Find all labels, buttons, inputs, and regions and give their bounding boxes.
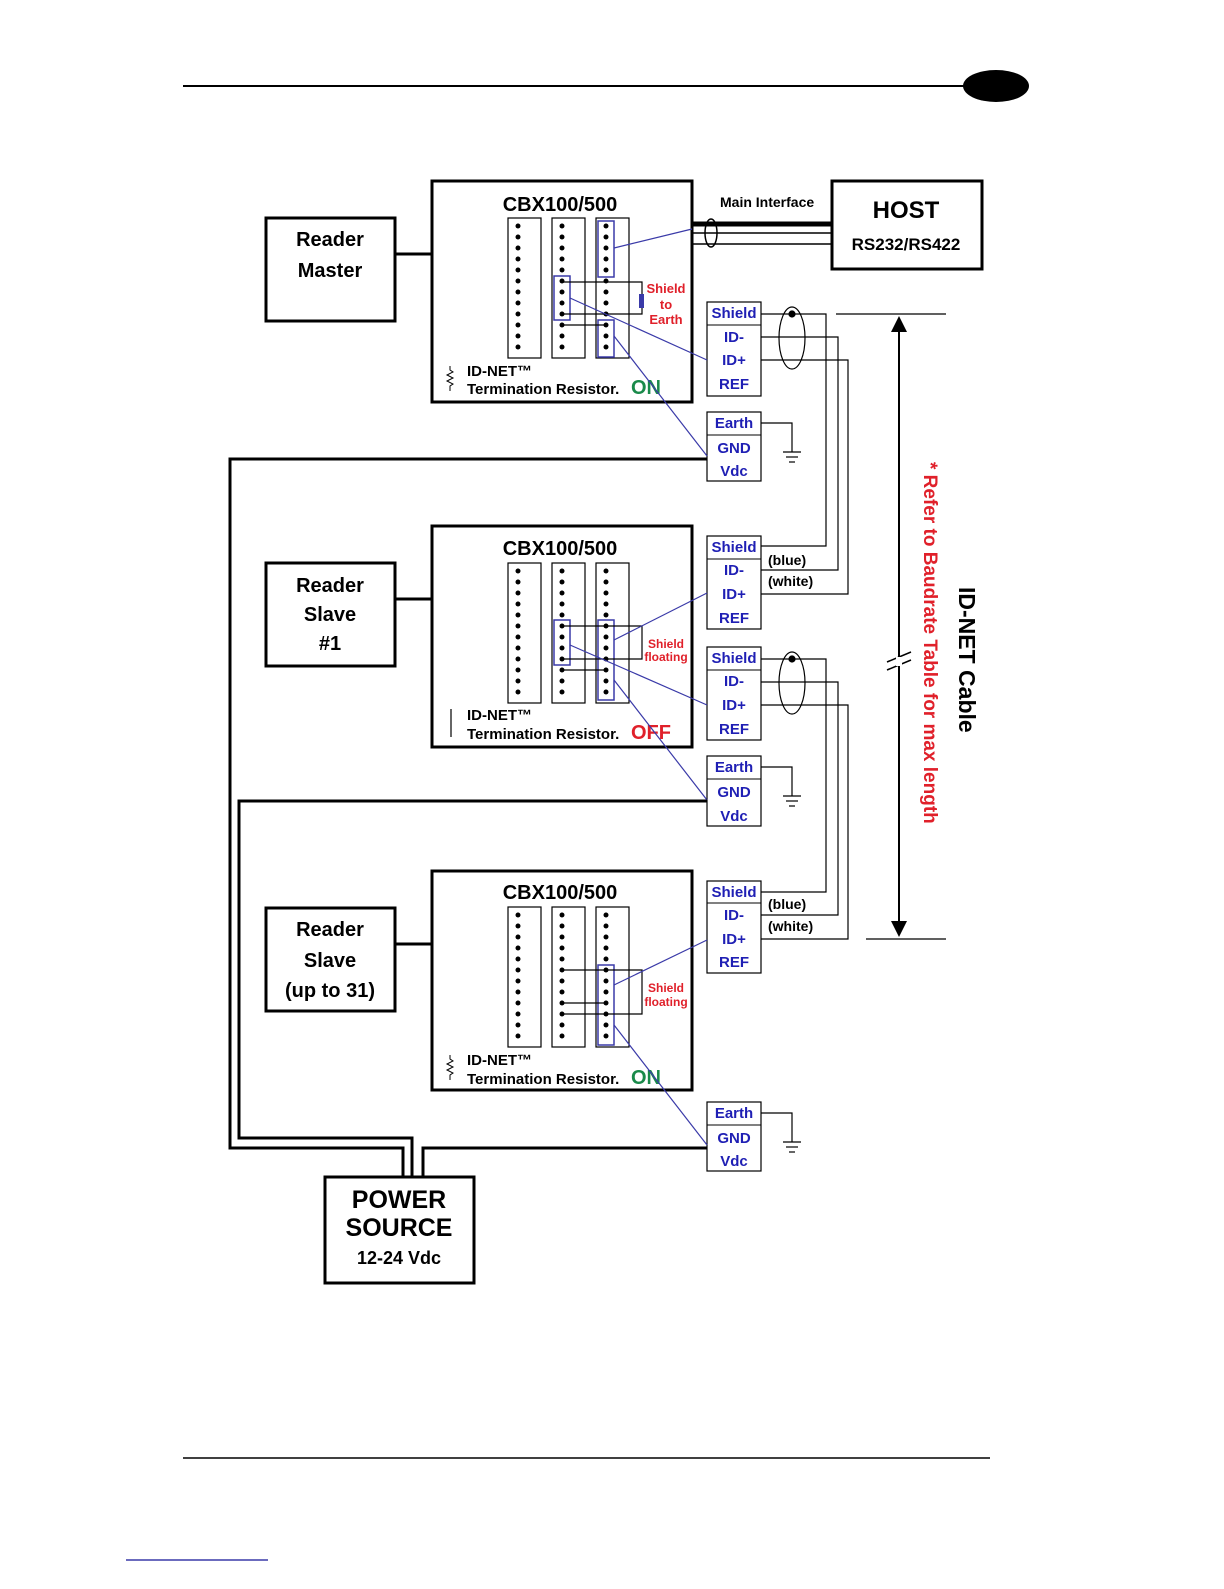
reader-slave1-line2: Slave: [304, 604, 356, 626]
cbx-slave1-shield-line1: Shield: [648, 637, 684, 651]
slave1-out-term-shield: Shield: [711, 650, 756, 667]
cbx-master-resistor-icon: [445, 366, 455, 391]
slave31-term-earth: Earth: [715, 1105, 753, 1122]
slave31-term-idminus: ID-: [724, 907, 744, 924]
reader-slave1-block: Reader Slave #1: [264, 561, 432, 668]
idnet-cable-segment-1: [761, 306, 849, 595]
slave31-term-gnd: GND: [717, 1130, 751, 1147]
idnet-cable-label: ID-NET Cable: [954, 587, 980, 733]
slave1-out-term-idplus: ID+: [722, 697, 746, 714]
cbx-slave1-shield-line2: floating: [644, 650, 687, 664]
power-source-line2: SOURCE: [346, 1214, 453, 1242]
terminal-block-slave1-idnet-out: Shield ID- ID+ REF: [706, 646, 762, 741]
slave31-term-ref: REF: [719, 954, 749, 971]
cbx-slave1-idnet-label: ID-NET™: [467, 707, 532, 724]
earth-ground-master-icon: [761, 422, 801, 463]
earth-ground-slave1-icon: [761, 766, 801, 807]
power-source-block: POWER SOURCE 12-24 Vdc: [323, 1175, 476, 1285]
cbx-master-termination-label: Termination Resistor.: [467, 381, 619, 398]
cbx-master: CBX100/500 Shield to Earth ID-NET™ Termi…: [430, 179, 694, 404]
earth-ground-slave31-icon: [761, 1112, 801, 1153]
cbx-slave1-termination-label: Termination Resistor.: [467, 726, 619, 743]
cbx-slave1-terminal-dots: [515, 568, 609, 695]
cbx-slave31-shield-line1: Shield: [648, 981, 684, 995]
master-term-vdc: Vdc: [720, 463, 748, 480]
terminal-block-slave31-idnet-in: Shield ID- ID+ REF: [706, 880, 762, 974]
master-term-shield: Shield: [711, 305, 756, 322]
power-source-line3: 12-24 Vdc: [357, 1248, 441, 1268]
power-source-line1: POWER: [352, 1186, 446, 1214]
cbx-slave1-termination-state: OFF: [631, 722, 671, 744]
master-term-idminus: ID-: [724, 329, 744, 346]
slave1-out-term-ref: REF: [719, 721, 749, 738]
host-block: HOST RS232/RS422: [830, 179, 984, 271]
terminal-block-master-power: Earth GND Vdc: [706, 411, 762, 482]
slave1-out-term-idminus: ID-: [724, 673, 744, 690]
terminal-block-master-idnet: Shield ID- ID+ REF: [706, 301, 762, 397]
slave1-in-term-ref: REF: [719, 610, 749, 627]
wire-label-white-2: (white): [768, 918, 813, 934]
reader-slave1-line3: #1: [319, 633, 341, 655]
cbx-slave1: CBX100/500 Shield floating ID-NET™ Termi…: [430, 524, 694, 749]
reader-slave31-block: Reader Slave (up to 31): [264, 906, 432, 1013]
host-subtitle: RS232/RS422: [852, 235, 961, 254]
cbx-master-terminal-dots: [515, 223, 609, 350]
wire-label-blue-2: (blue): [768, 896, 806, 912]
cbx-slave31-resistor-icon: [445, 1055, 455, 1080]
reader-slave31-line2: Slave: [304, 950, 356, 972]
wire-label-white-1: (white): [768, 573, 813, 589]
cbx-slave31-termination-label: Termination Resistor.: [467, 1071, 619, 1088]
cbx-slave31-terminal-dots: [515, 912, 609, 1039]
cbx-master-shield-line2: to: [660, 297, 672, 312]
reader-master-line2: Master: [298, 260, 363, 282]
cbx-master-shield-line1: Shield: [646, 281, 685, 296]
cbx-slave31-shield-line2: floating: [644, 995, 687, 1009]
cbx-master-idnet-label: ID-NET™: [467, 363, 532, 380]
slave1-term-vdc: Vdc: [720, 808, 748, 825]
cbx-slave31: CBX100/500 Shield floating ID-NET™ Termi…: [430, 869, 694, 1092]
slave1-term-gnd: GND: [717, 784, 751, 801]
idnet-cable-segment-2: [761, 651, 849, 940]
cbx-slave31-title: CBX100/500: [503, 882, 618, 904]
reader-slave31-line3: (up to 31): [285, 980, 375, 1002]
master-term-ref: REF: [719, 376, 749, 393]
cbx-slave31-termination-state: ON: [631, 1067, 661, 1089]
slave31-term-shield: Shield: [711, 884, 756, 901]
cbx-master-title: CBX100/500: [503, 194, 618, 216]
slave1-in-term-idminus: ID-: [724, 562, 744, 579]
slave1-in-term-idplus: ID+: [722, 586, 746, 603]
cbx-slave31-idnet-label: ID-NET™: [467, 1052, 532, 1069]
baudrate-note: * Refer to Baudrate Table for max length: [919, 462, 940, 824]
terminal-block-slave1-power: Earth GND Vdc: [706, 755, 762, 827]
cable-length-arrow: [836, 313, 946, 940]
reader-slave1-line1: Reader: [296, 575, 364, 597]
master-term-idplus: ID+: [722, 352, 746, 369]
slave31-term-vdc: Vdc: [720, 1153, 748, 1170]
host-title: HOST: [873, 197, 940, 224]
cbx-slave1-title: CBX100/500: [503, 538, 618, 560]
slave1-in-term-shield: Shield: [711, 539, 756, 556]
terminal-block-slave31-power: Earth GND Vdc: [706, 1101, 762, 1172]
reader-master-block: Reader Master: [264, 216, 432, 323]
terminal-block-slave1-idnet-in: Shield ID- ID+ REF: [706, 535, 762, 630]
slave1-term-earth: Earth: [715, 759, 753, 776]
power-wiring: [228, 457, 707, 1177]
master-term-gnd: GND: [717, 440, 751, 457]
blue-internal-wires: [569, 228, 708, 1146]
main-interface-cable: Main Interface: [692, 194, 832, 248]
main-interface-label: Main Interface: [720, 194, 814, 210]
master-term-earth: Earth: [715, 415, 753, 432]
reader-slave31-line1: Reader: [296, 919, 364, 941]
cbx-master-shield-line3: Earth: [649, 312, 682, 327]
header-tab-marker: [963, 70, 1029, 102]
cbx-master-termination-state: ON: [631, 377, 661, 399]
slave31-term-idplus: ID+: [722, 931, 746, 948]
reader-master-line1: Reader: [296, 229, 364, 251]
wire-label-blue-1: (blue): [768, 552, 806, 568]
